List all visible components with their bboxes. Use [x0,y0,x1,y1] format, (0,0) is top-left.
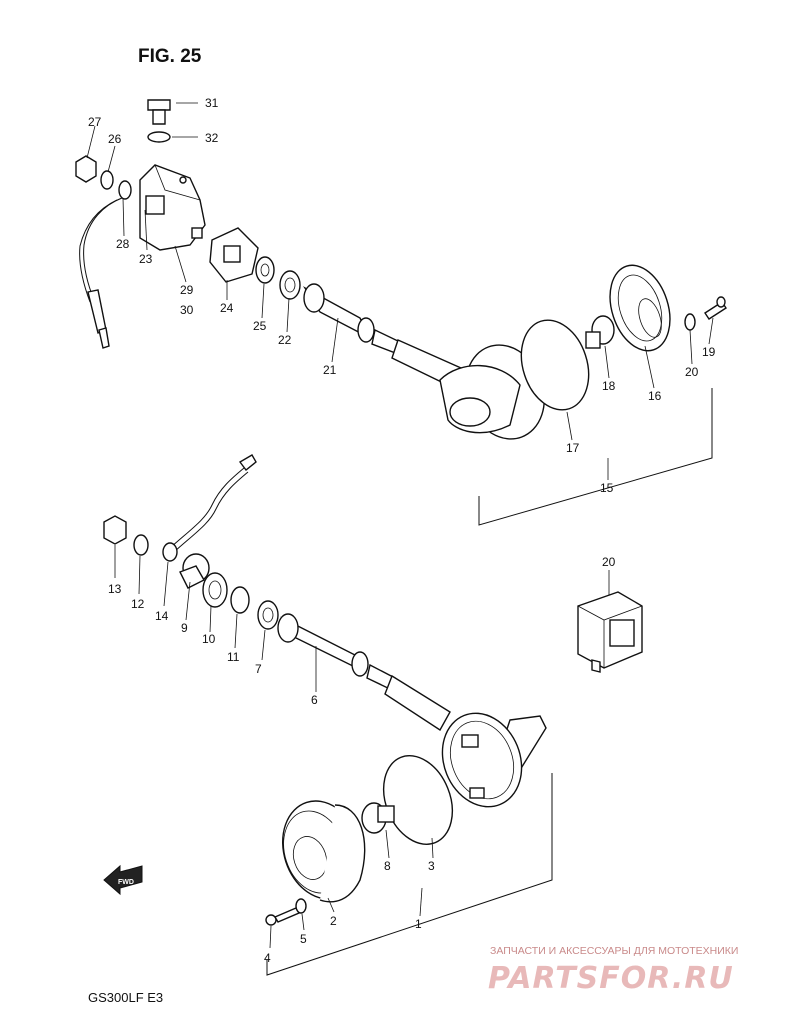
watermark-tagline: ЗАПЧАСТИ И АКСЕССУАРЫ ДЛЯ МОТОТЕХНИКИ [490,945,738,957]
callout-18: 18 [602,379,616,393]
screw-4 [265,907,301,926]
washer-20 [684,313,696,331]
callout-1: 1 [415,917,422,931]
washer-22 [279,270,301,300]
callout-23: 23 [139,252,153,266]
callout-11: 11 [227,650,240,664]
callout-20-upper: 20 [685,365,699,379]
callout-26: 26 [108,132,122,146]
callout-4: 4 [264,951,271,965]
callout-10: 10 [202,632,216,646]
callout-16: 16 [648,389,662,403]
callout-22: 22 [278,333,292,347]
callout-21: 21 [323,363,337,377]
callout-14: 14 [155,609,169,623]
washer-7 [257,600,279,630]
nut-27 [75,155,97,183]
bulb-18 [585,315,615,349]
leaders-lower [114,545,553,976]
washer-12 [133,534,149,556]
callout-5: 5 [300,932,307,946]
callout-29: 29 [180,283,194,297]
callout-2: 2 [330,914,337,928]
bracket-29 [139,164,206,251]
callout-8: 8 [384,859,391,873]
callout-28: 28 [116,237,130,251]
callout-17: 17 [566,441,580,455]
grommet-24 [209,227,259,283]
callout-13: 13 [108,582,122,596]
forward-arrow-label: FWD [118,879,134,886]
wire-28 [79,180,132,349]
callout-27: 27 [88,115,102,129]
callout-30: 30 [180,303,194,317]
lower-assembly: 13 12 14 9 10 11 7 6 3 8 2 5 4 1 [103,454,553,976]
washer-11 [230,586,250,614]
bolt-31 [147,99,171,125]
figure-title: FIG. 25 [138,46,202,67]
washer-25 [255,256,275,284]
bulb-8 [361,802,395,834]
callout-3: 3 [428,859,435,873]
washer-5 [295,898,307,914]
model-label: GS300LF E3 [88,990,163,1005]
callout-15: 15 [600,481,614,495]
housing-1 [441,712,547,808]
nut-13 [103,515,127,545]
upper-assembly: 31 32 27 26 28 23 29 30 24 25 22 21 17 1… [75,96,727,526]
grommet-10 [202,572,228,608]
callout-7: 7 [255,662,262,676]
lens-2 [281,800,366,903]
callout-9: 9 [181,621,188,635]
forward-arrow-icon: FWD [103,864,143,896]
callout-32: 32 [205,131,219,145]
callout-20-relay: 20 [602,555,616,569]
relay-20: 20 [577,555,643,673]
stem-6 [277,613,451,731]
screw-19 [704,296,727,320]
callout-19: 19 [702,345,716,359]
callout-31: 31 [205,96,219,110]
watermark-brand: PARTSFOR.RU [488,961,734,996]
washer-26 [100,170,114,190]
callout-6: 6 [311,693,318,707]
bolt-9 [179,553,210,589]
callout-25: 25 [253,319,267,333]
wire-14 [162,454,257,562]
leaders-upper [86,102,714,526]
lens-16 [609,264,671,352]
callout-24: 24 [220,301,234,315]
gasket-17 [520,319,590,411]
washer-32 [147,131,171,143]
callout-12: 12 [131,597,145,611]
